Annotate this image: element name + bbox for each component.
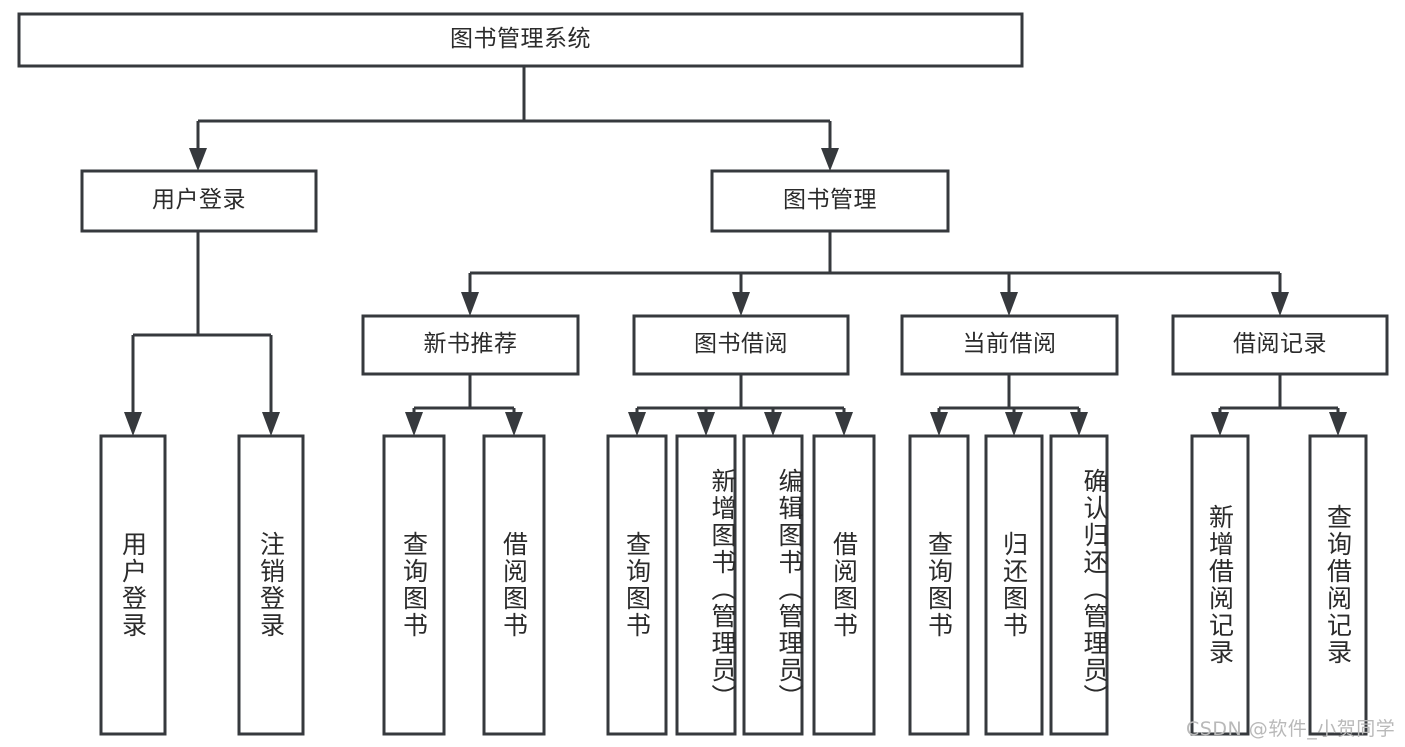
- leaf-query-book-3-box[interactable]: [908, 434, 970, 736]
- arrow-root-to-book-manage: [821, 148, 839, 171]
- leaf-edit-book-box[interactable]: [742, 434, 804, 736]
- leaf-return-book-box[interactable]: [984, 434, 1044, 736]
- arrow-ul-to-leaf1: [124, 412, 142, 436]
- node-book-manage-box[interactable]: [710, 169, 950, 233]
- arrow-br-to-leaf1: [1211, 412, 1229, 436]
- node-borrow-record-box[interactable]: [1171, 314, 1389, 376]
- arrow-bm-to-book-borrow: [732, 292, 750, 316]
- arrow-root-to-user-login: [189, 148, 207, 171]
- leaf-logout-box[interactable]: [237, 434, 305, 736]
- leaf-borrow-book-2-box[interactable]: [812, 434, 876, 736]
- arrow-bb-to-leaf1: [628, 412, 646, 436]
- leaf-query-book-2-box[interactable]: [606, 434, 668, 736]
- leaf-query-book-1-box[interactable]: [382, 434, 446, 736]
- arrow-nbr-to-leaf1: [405, 412, 423, 436]
- node-book-borrow-box[interactable]: [632, 314, 850, 376]
- leaf-user-login-box[interactable]: [99, 434, 167, 736]
- arrow-cb-to-leaf2: [1005, 412, 1023, 436]
- leaf-add-book-box[interactable]: [675, 434, 737, 736]
- node-new-book-rec-box[interactable]: [361, 314, 580, 376]
- arrow-bm-to-borrow-record: [1271, 292, 1289, 316]
- leaf-query-record-box[interactable]: [1308, 434, 1368, 736]
- arrow-bb-to-leaf4: [835, 412, 853, 436]
- node-root-box[interactable]: [17, 12, 1024, 68]
- arrow-ul-to-leaf2: [262, 412, 280, 436]
- arrow-bb-to-leaf3: [764, 412, 782, 436]
- arrow-bb-to-leaf2: [697, 412, 715, 436]
- arrow-nbr-to-leaf2: [505, 412, 523, 436]
- leaf-add-record-box[interactable]: [1190, 434, 1250, 736]
- leaf-confirm-return-box[interactable]: [1049, 434, 1109, 736]
- node-user-login-box[interactable]: [80, 169, 318, 233]
- arrow-bm-to-new-book-rec: [461, 292, 479, 316]
- arrow-cb-to-leaf1: [930, 412, 948, 436]
- node-current-borrow-box[interactable]: [900, 314, 1119, 376]
- arrow-br-to-leaf2: [1329, 412, 1347, 436]
- csdn-watermark: CSDN @软件_小贺同学: [1186, 718, 1396, 740]
- arrow-cb-to-leaf3: [1070, 412, 1088, 436]
- leaf-borrow-book-1-box[interactable]: [482, 434, 546, 736]
- arrow-bm-to-current-borrow: [1000, 292, 1018, 316]
